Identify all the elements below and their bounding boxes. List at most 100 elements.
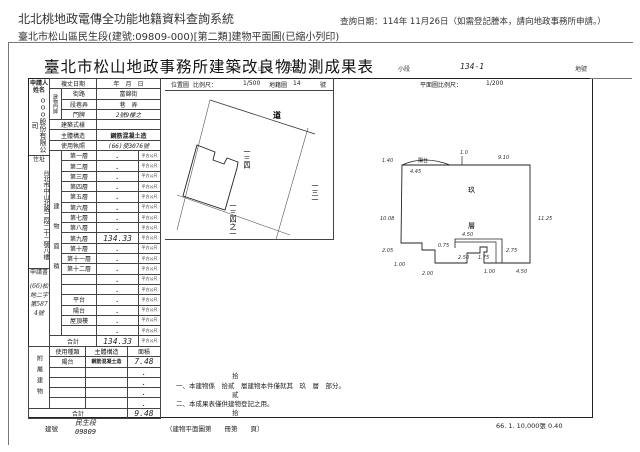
style-label: 建築式樣 — [48, 119, 98, 131]
attached-use — [49, 397, 86, 409]
plan-dimension: 1.0 — [460, 150, 468, 156]
floor-label: 第十二層 — [60, 263, 98, 275]
lot-label-a: 一三四 — [243, 148, 251, 170]
floor-row: 第十一層.平方公尺 — [50, 253, 162, 265]
floor-row: 第四層.平方公尺 — [50, 180, 162, 193]
note-numeral-3: 拾 — [232, 409, 239, 417]
floor-row: 屋頂樓.平方公尺 — [50, 314, 162, 327]
plan-dimension: 4.50 — [516, 269, 527, 275]
plan-dimension: 2.05 — [382, 248, 393, 254]
position-map-drawing: 道 一三四 一三一 一三四之一 — [176, 99, 319, 240]
floor-area: . — [96, 294, 140, 306]
area-unit: 平方公尺 — [138, 232, 162, 244]
area-unit: 平方公尺 — [138, 304, 162, 316]
district: 山 區 — [258, 64, 272, 73]
note-2: 二、本成果表僅供建物登記之用。 — [176, 400, 274, 408]
area-unit: 平方公尺 — [138, 242, 162, 255]
building-no-label: 建號 — [45, 425, 58, 433]
floor-label: 第七層 — [60, 211, 98, 224]
floor-area: . — [96, 201, 140, 213]
area-unit: 平方公尺 — [138, 160, 162, 172]
attached-use: 陽台 — [49, 356, 86, 368]
attached-area: . — [127, 366, 161, 378]
plan-dimension: 0.75 — [438, 243, 449, 249]
area-unit: 平方公尺 — [138, 335, 162, 347]
attached-use — [49, 366, 86, 378]
floor-label: 第三層 — [60, 170, 98, 182]
plan-dimension: 2.75 — [506, 248, 517, 254]
floor-label: 第八層 — [60, 222, 98, 234]
floor-row: .平方公尺 — [50, 273, 162, 285]
floor-area: . — [96, 150, 140, 162]
plan-dimension: 1.40 — [382, 158, 393, 164]
floor-label — [60, 283, 98, 296]
address-label: 住址 — [29, 155, 49, 164]
floor-label: 第六層 — [60, 201, 98, 213]
area-unit: 平方公尺 — [138, 211, 162, 224]
attached-use-header: 使用種類 — [49, 345, 86, 358]
floor-area: . — [96, 170, 140, 182]
floor-label — [60, 273, 98, 285]
plan-dimension: 1.00 — [394, 262, 405, 268]
floor-label: 第二層 — [60, 160, 98, 172]
position-map-header: 位置圖 比例尺： 1/500 地籍圖 14 號 — [165, 78, 333, 91]
plan-dimension: 4.50 — [462, 232, 473, 238]
form-edge — [590, 78, 632, 417]
plan-balcony-label: 陽台 — [418, 157, 428, 164]
floor-label: 第十層 — [60, 242, 98, 255]
floor-label: 第十一層 — [60, 253, 98, 265]
floor-label: 第五層 — [60, 191, 98, 203]
floor-label: 第四層 — [60, 180, 98, 193]
survey-form — [28, 78, 593, 418]
door-street-label: 街路 — [60, 88, 98, 100]
plan-dimension: 2.00 — [422, 271, 433, 277]
area-unit: 平方公尺 — [138, 263, 162, 275]
floor-area: . — [96, 283, 140, 296]
plan-floor-suffix: 層 — [468, 222, 475, 230]
area-unit: 平方公尺 — [138, 253, 162, 265]
plan-floor-label: 玖 — [468, 185, 475, 194]
lot-label-c: 一三四之一 — [229, 202, 237, 237]
floor-label — [60, 325, 98, 337]
note-numeral-1: 拾 — [232, 372, 239, 380]
structure-label: 主體構造 — [48, 129, 98, 141]
attached-area: . — [127, 397, 161, 409]
applicant-label: 申請書 — [29, 268, 49, 276]
floor-row: 平台.平方公尺 — [50, 294, 162, 306]
door-number-label: 門牌 — [60, 108, 98, 121]
attached-area: 7.48 — [127, 356, 161, 368]
form-title: 臺北市松山地政事務所建築改良物勘測成果表 — [44, 58, 375, 76]
position-map — [165, 78, 334, 240]
floor-row: 第五層.平方公尺 — [50, 191, 162, 203]
floor-area: . — [96, 160, 140, 172]
floor-label: 陽台 — [60, 304, 98, 316]
area-unit: 平方公尺 — [138, 201, 162, 213]
document-title: 臺北市松山區民生段(建號:09809-000)[第二類]建物平面圖(已縮小列印) — [18, 32, 340, 43]
attached-structure — [85, 387, 128, 399]
attached-structure: 鋼筋混凝土造 — [85, 356, 128, 368]
area-unit: 平方公尺 — [138, 273, 162, 285]
floor-area: . — [96, 222, 140, 234]
applicant-number: (66)松地二字第5874號 — [29, 283, 49, 317]
area-unit: 平方公尺 — [138, 150, 162, 162]
structure-value: 鋼筋混凝土造 — [96, 129, 162, 141]
floor-row: 建物面積第一層.平方公尺 — [49, 150, 162, 337]
section: 民生 — [285, 63, 301, 72]
style-value — [96, 119, 162, 131]
plan-scale: 1/200 — [486, 80, 504, 87]
floor-row: 第六層.平方公尺 — [50, 201, 162, 213]
floor-row: 第八層.平方公尺 — [50, 222, 162, 234]
floor-label: 第一層 — [60, 150, 98, 162]
district-name: 山 — [258, 66, 265, 73]
plan-dimension: 11.25 — [538, 216, 552, 222]
floor-row: 第二層.平方公尺 — [50, 160, 162, 172]
area-unit: 平方公尺 — [138, 294, 162, 306]
floor-area: . — [96, 304, 140, 316]
attached-structure-header: 主體構造 — [85, 345, 128, 358]
plan-dimension: 2.50 — [458, 255, 469, 261]
building-no: 民生段09809 — [75, 419, 97, 436]
attached-use — [49, 376, 86, 389]
attached-area: . — [127, 376, 161, 389]
